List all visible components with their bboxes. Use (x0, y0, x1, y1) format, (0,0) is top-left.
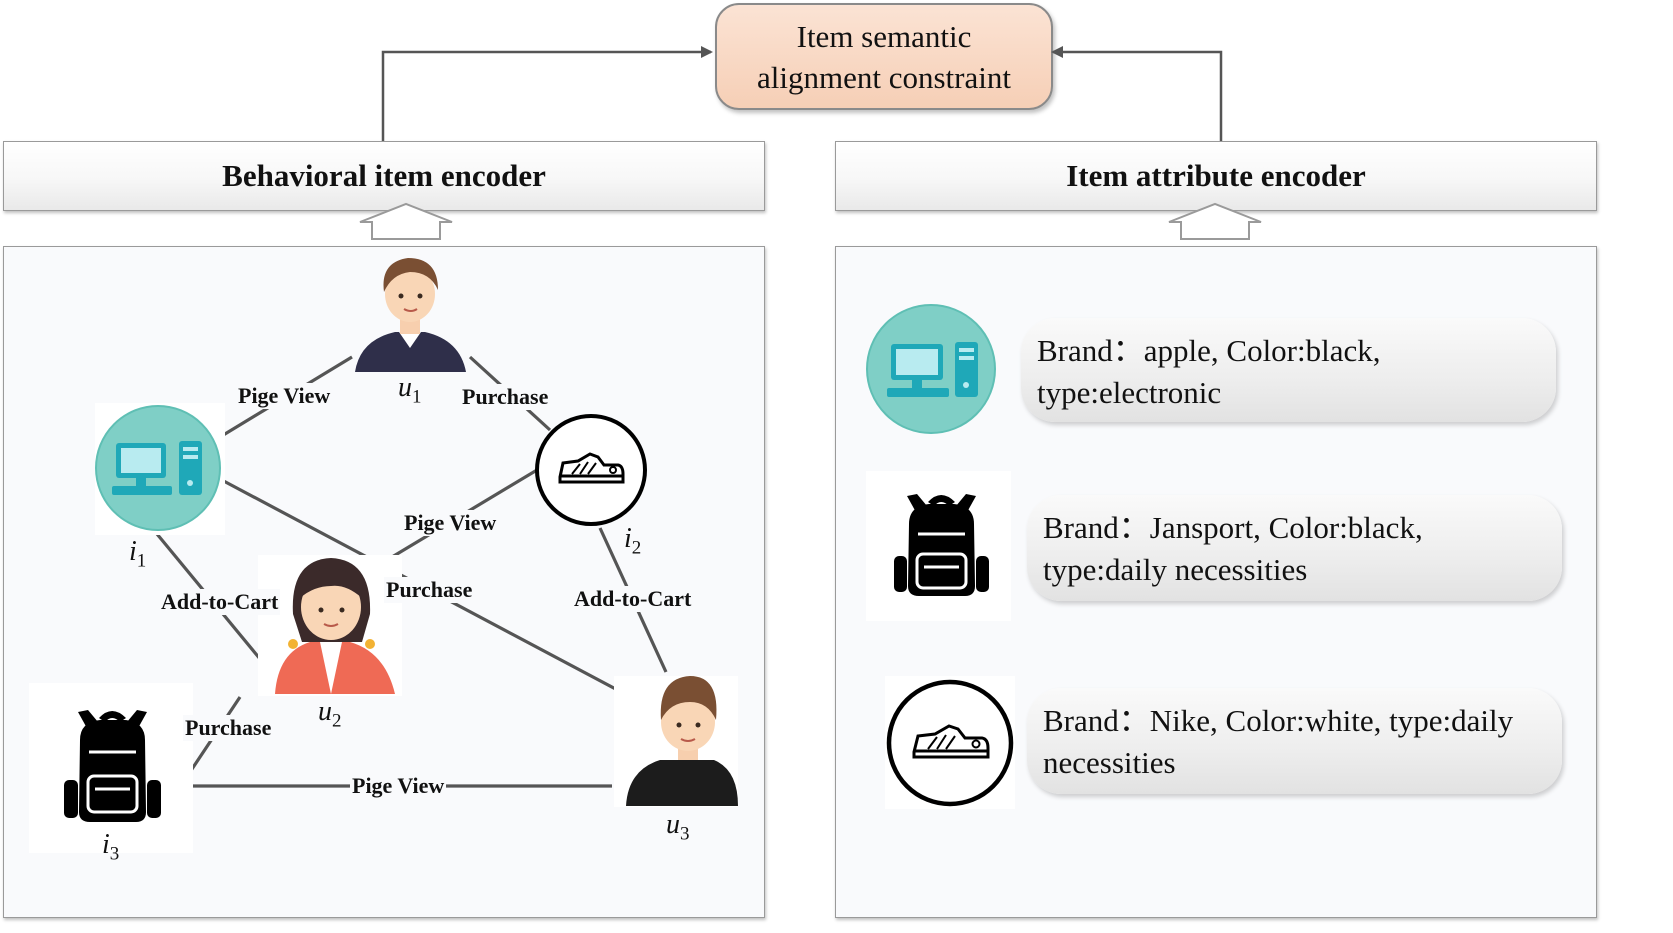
item-attribute-encoder: Item attribute encoder (835, 141, 1597, 211)
node-label-u2: u2 (318, 696, 342, 732)
edge-label-u2-i3: Purchase (183, 715, 274, 741)
node-label-i1: i1 (129, 536, 147, 572)
attribute-text-line-1: Brand：apple, Color:black, (1037, 333, 1381, 368)
user-1-avatar-icon (355, 258, 466, 372)
backpack-icon (29, 683, 193, 853)
behavioral-item-encoder: Behavioral item encoder (3, 141, 765, 211)
arrow-attribute-to-constraint (1051, 46, 1223, 141)
up-arrow-behavioral (359, 202, 453, 240)
up-arrow-attribute (1168, 202, 1262, 240)
constraint-line-2: alignment constraint (757, 59, 1011, 95)
item-semantic-alignment-constraint-box: Item semantic alignment constraint (715, 3, 1053, 110)
attribute-text-line-1: Brand：Nike, Color:white, type:daily (1043, 703, 1514, 738)
edge-label-i1-u2: Add-to-Cart (159, 589, 281, 615)
node-label-i2: i2 (624, 523, 642, 559)
attribute-encoder-label: Item attribute encoder (1066, 158, 1366, 193)
attribute-card-backpack: Brand：Jansport, Color:black, type:daily … (1027, 495, 1562, 601)
attr-backpack-icon (866, 471, 1011, 621)
attribute-card-computer: Brand：apple, Color:black, type:electroni… (1021, 318, 1556, 422)
edge-label-u2-i2: Pige View (402, 510, 499, 536)
edge-label-u1-i2: Purchase (460, 384, 551, 410)
attribute-text-line-2: type:daily necessities (1043, 552, 1308, 587)
node-label-u3: u3 (666, 809, 690, 845)
attr-sneaker-icon (885, 676, 1015, 809)
attribute-text-line-2: type:electronic (1037, 375, 1222, 410)
node-label-u1: u1 (398, 372, 422, 408)
edge-label-u1-i1: Pige View (236, 383, 333, 409)
user-3-avatar-icon (614, 676, 738, 807)
attr-computer-icon (866, 304, 996, 434)
attribute-text-line-1: Brand：Jansport, Color:black, (1043, 510, 1423, 545)
sneaker-icon (535, 414, 647, 526)
arrow-behavioral-to-constraint (381, 46, 713, 141)
edge-label-i2-u3: Add-to-Cart (572, 586, 694, 612)
edge-label-i1-u3: Purchase (384, 577, 475, 603)
attribute-card-sneaker: Brand：Nike, Color:white, type:daily nece… (1027, 688, 1562, 794)
behavioral-encoder-label: Behavioral item encoder (222, 158, 546, 193)
constraint-line-1: Item semantic (796, 18, 972, 54)
computer-icon (95, 403, 225, 535)
user-2-avatar-icon (258, 555, 402, 696)
node-label-i3: i3 (102, 829, 120, 865)
attribute-text-line-2: necessities (1043, 745, 1176, 780)
edge-label-i3-u3: Pige View (350, 773, 447, 799)
